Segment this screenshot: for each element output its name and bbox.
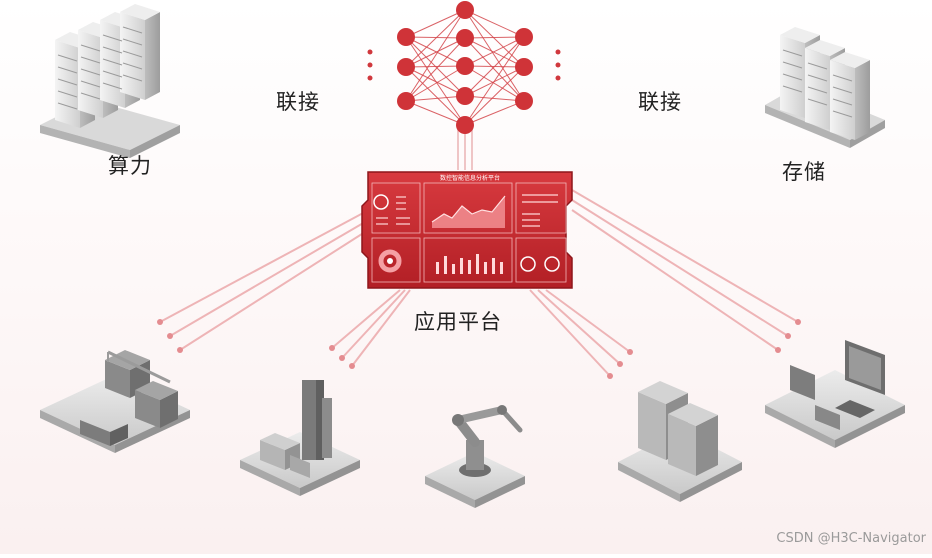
data-center-icon xyxy=(618,381,742,502)
network-edge xyxy=(464,37,525,68)
network-edge xyxy=(464,100,525,126)
network-edge xyxy=(464,37,525,102)
network-edge xyxy=(405,65,466,68)
server-rack-icon xyxy=(765,27,885,148)
network-edge xyxy=(405,36,466,39)
network-edge xyxy=(464,9,525,68)
network-edge xyxy=(405,37,466,68)
network-edge xyxy=(405,66,466,126)
network-edge xyxy=(405,36,466,67)
network-edge xyxy=(464,36,525,67)
network-node xyxy=(515,28,533,46)
network-edge xyxy=(464,65,525,102)
network-node xyxy=(397,92,415,110)
network-edge xyxy=(464,66,525,126)
network-node xyxy=(456,29,474,47)
network-edge xyxy=(464,9,525,38)
network-node xyxy=(456,57,474,75)
network-edge xyxy=(405,9,466,68)
link-left-label: 联接 xyxy=(276,90,320,114)
factory-icon xyxy=(40,350,190,453)
network-node xyxy=(456,87,474,105)
network-edge xyxy=(464,95,525,102)
network-node xyxy=(456,1,474,19)
network-edge xyxy=(464,36,525,97)
oil-refinery-icon xyxy=(240,380,360,496)
compute-label: 算力 xyxy=(108,154,152,178)
dashboard-screen-icon xyxy=(361,171,573,289)
network-node xyxy=(397,28,415,46)
network-node xyxy=(456,116,474,134)
network-edge xyxy=(405,95,466,102)
watermark: CSDN @H3C-Navigator xyxy=(776,531,926,546)
network-node xyxy=(515,58,533,76)
network-node xyxy=(515,92,533,110)
network-edge xyxy=(405,100,466,126)
storage-label: 存储 xyxy=(782,160,826,184)
network-edge xyxy=(405,37,466,102)
robot-arm-icon xyxy=(425,405,525,508)
network-edge xyxy=(405,9,466,102)
link-right-label: 联接 xyxy=(638,90,682,114)
monitoring-workstation-icon xyxy=(765,340,905,448)
server-rack-icon xyxy=(40,4,180,158)
network-edge xyxy=(405,65,466,102)
connector-right xyxy=(555,49,760,81)
network-edge xyxy=(464,36,525,39)
network-edge xyxy=(405,9,466,38)
connector-network-platform xyxy=(457,128,473,170)
network-node xyxy=(397,58,415,76)
network-edge xyxy=(405,66,466,97)
neural-network-icon xyxy=(397,1,533,134)
dashboard-title: 数控智能信息分析平台 xyxy=(440,174,500,182)
connector-fanout xyxy=(159,189,799,377)
network-edge xyxy=(464,36,525,126)
connector-left xyxy=(175,49,373,81)
network-edge xyxy=(464,9,525,102)
platform-label: 应用平台 xyxy=(414,310,502,334)
